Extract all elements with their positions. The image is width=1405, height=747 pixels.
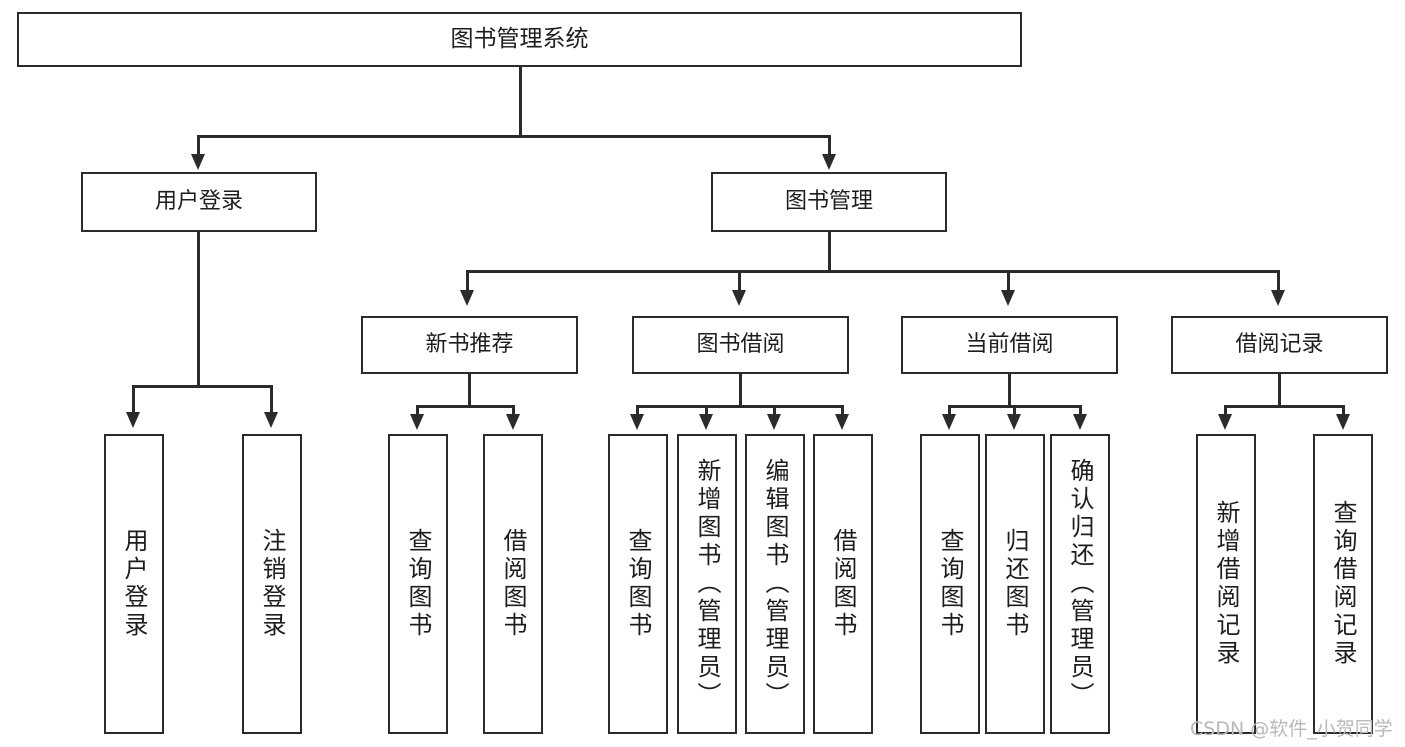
node-label: 用户登录 [154,189,243,215]
node-label: 查询图书 [936,528,964,640]
edge-to-user-login [197,135,200,156]
node-label: 图书管理 [784,189,873,215]
node-book-management[interactable]: 图书管理 [711,172,947,232]
edge-book-management-bus [466,270,1280,273]
arrow-leaf-query-borrow-record [1336,414,1350,430]
arrow-to-new-book-recommend [460,290,474,306]
arrow-to-user-login [191,154,205,170]
node-label: 确认归还（管理员） [1066,458,1094,710]
arrow-leaf-query-book-3 [942,414,956,430]
edge-bb-drop-4 [841,405,844,417]
node-label: 编辑图书（管理员） [761,458,789,710]
edge-user-login-bus [132,385,270,388]
node-label: 注销登录 [258,528,286,640]
watermark-text: CSDN @软件_小贺同学 [1190,718,1393,740]
node-leaf-query-book-2[interactable]: 查询图书 [608,434,668,734]
node-root-system[interactable]: 图书管理系统 [17,12,1022,67]
node-leaf-borrow-book-2[interactable]: 借阅图书 [813,434,873,734]
edge-bm-drop-1 [466,270,469,292]
node-label: 当前借阅 [965,332,1054,358]
arrow-to-borrow-record [1271,290,1285,306]
edge-root-stem [519,67,522,137]
node-label: 新书推荐 [425,332,514,358]
node-current-borrow[interactable]: 当前借阅 [901,316,1118,374]
node-leaf-query-book-1[interactable]: 查询图书 [388,434,448,734]
node-leaf-add-borrow-record[interactable]: 新增借阅记录 [1196,434,1256,734]
arrow-leaf-add-borrow-record [1218,414,1232,430]
edge-br-stem [1278,374,1281,407]
node-label: 借阅图书 [829,528,857,640]
edge-bb-bus [636,405,844,408]
node-label: 新增借阅记录 [1212,500,1240,668]
node-label: 查询图书 [404,528,432,640]
arrow-leaf-borrow-book-1 [506,414,520,430]
node-label: 查询图书 [624,528,652,640]
node-label: 归还图书 [1001,528,1029,640]
arrow-to-book-borrow [732,290,746,306]
node-leaf-query-book-3[interactable]: 查询图书 [920,434,980,734]
edge-bb-drop-1 [636,405,639,417]
edge-bb-stem [739,374,742,407]
node-label: 查询借阅记录 [1329,500,1357,668]
edge-user-login-drop-1 [132,385,135,414]
edge-cb-drop-3 [1079,405,1082,417]
edge-cb-drop-1 [948,405,951,417]
arrow-leaf-query-book-1 [410,414,424,430]
node-leaf-logout-login[interactable]: 注销登录 [242,434,302,734]
edge-bm-drop-4 [1277,270,1280,292]
edge-user-login-stem [197,232,200,387]
arrow-leaf-query-book-2 [630,414,644,430]
edge-nbr-drop-2 [512,405,515,417]
edge-nbr-stem [468,374,471,407]
arrow-to-book-management [822,154,836,170]
edge-cb-drop-2 [1013,405,1016,417]
edge-root-bus [197,135,831,138]
arrow-leaf-borrow-book-2 [835,414,849,430]
node-leaf-borrow-book-1[interactable]: 借阅图书 [483,434,543,734]
edge-cb-stem [1008,374,1011,407]
edge-to-book-management [828,135,831,156]
arrow-leaf-logout-login [264,412,278,428]
node-label: 借阅图书 [499,528,527,640]
node-label: 图书管理系统 [450,25,589,52]
edge-nbr-bus [416,405,515,408]
node-label: 用户登录 [120,528,148,640]
arrow-leaf-confirm-return [1073,414,1087,430]
node-new-book-recommend[interactable]: 新书推荐 [361,316,578,374]
arrow-leaf-add-book [699,414,713,430]
node-leaf-add-book[interactable]: 新增图书（管理员） [677,434,737,734]
node-leaf-return-book[interactable]: 归还图书 [985,434,1045,734]
edge-br-drop-2 [1342,405,1345,417]
arrow-leaf-edit-book [767,414,781,430]
edge-user-login-drop-2 [270,385,273,414]
node-label: 图书借阅 [696,332,785,358]
edge-bb-drop-2 [705,405,708,417]
node-leaf-user-login[interactable]: 用户登录 [104,434,164,734]
node-label: 借阅记录 [1235,332,1324,358]
edge-br-drop-1 [1224,405,1227,417]
edge-br-bus [1224,405,1344,408]
arrow-leaf-return-book [1007,414,1021,430]
edge-book-management-stem [828,232,831,272]
arrow-to-current-borrow [1001,290,1015,306]
node-leaf-confirm-return[interactable]: 确认归还（管理员） [1050,434,1110,734]
edge-bm-drop-2 [738,270,741,292]
node-book-borrow[interactable]: 图书借阅 [632,316,849,374]
edge-bm-drop-3 [1007,270,1010,292]
node-leaf-edit-book[interactable]: 编辑图书（管理员） [745,434,805,734]
node-borrow-record[interactable]: 借阅记录 [1171,316,1388,374]
edge-bb-drop-3 [773,405,776,417]
node-user-login[interactable]: 用户登录 [81,172,317,232]
edge-nbr-drop-1 [416,405,419,417]
arrow-leaf-user-login [126,412,140,428]
node-label: 新增图书（管理员） [693,458,721,710]
node-leaf-query-borrow-record[interactable]: 查询借阅记录 [1313,434,1373,734]
